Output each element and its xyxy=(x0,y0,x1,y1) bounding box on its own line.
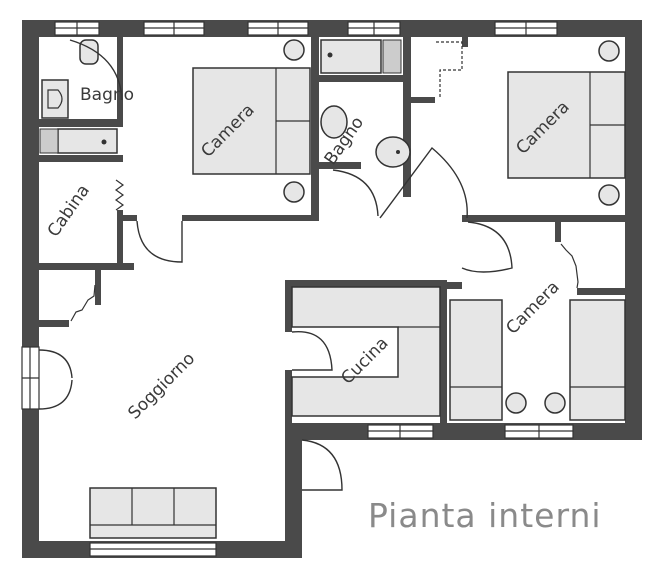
interior-walls xyxy=(39,37,625,430)
sofa xyxy=(89,487,217,539)
camera-3-beds xyxy=(449,299,626,421)
label-soggiorno: Soggiorno xyxy=(124,349,199,424)
label-bagno-1: Bagno xyxy=(80,85,134,105)
bagno-2-fixtures xyxy=(320,39,411,217)
other-windows xyxy=(21,346,574,557)
kitchen-counter xyxy=(291,286,441,417)
bagno-1-fixtures xyxy=(39,39,123,154)
label-cabina: Cabina xyxy=(44,181,94,241)
doors xyxy=(38,41,579,491)
plan-caption: Pianta interni xyxy=(368,496,602,535)
camera-1-bed xyxy=(192,39,311,203)
top-windows xyxy=(54,21,558,36)
label-camera-3: Camera xyxy=(502,277,563,338)
camera-2-bed xyxy=(507,40,626,206)
